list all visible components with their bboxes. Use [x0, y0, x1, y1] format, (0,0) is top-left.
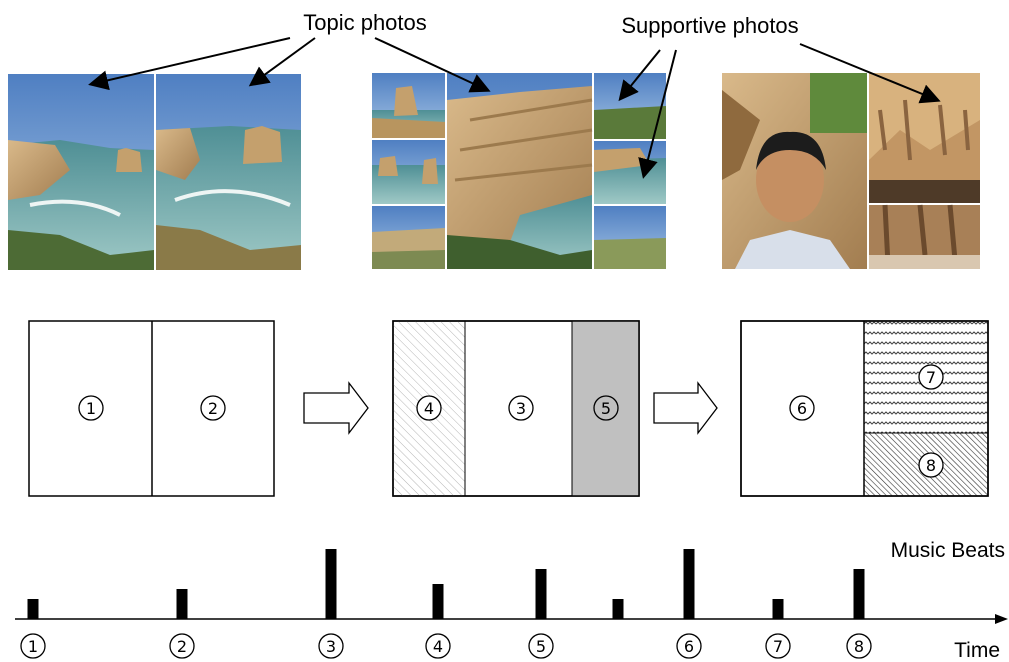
svg-text:8: 8	[926, 456, 936, 475]
arrow-topic-3	[374, 37, 491, 93]
beat-marker-label: 5	[536, 637, 546, 656]
beat-bar	[772, 599, 784, 619]
beat-marker: 3	[318, 633, 344, 659]
beat-bar	[176, 589, 188, 619]
supportive-photo-cave-top	[869, 73, 980, 203]
svg-text:4: 4	[424, 399, 434, 418]
beat-bar	[683, 549, 695, 619]
arrow-supportive-1	[618, 49, 661, 102]
supportive-photos-label: Supportive photos	[621, 13, 798, 38]
photo-group-1	[8, 74, 301, 270]
slot-marker: 1	[78, 395, 104, 421]
slot-marker: 6	[789, 395, 815, 421]
transition-arrow-2	[653, 381, 718, 435]
svg-text:7: 7	[926, 368, 936, 387]
supportive-photo-right-2	[594, 141, 666, 204]
layout-box-1: 1 2	[28, 320, 275, 497]
slot-marker: 5	[593, 395, 619, 421]
beat-marker-label: 3	[326, 637, 336, 656]
transition-arrow-1	[303, 381, 369, 435]
svg-text:6: 6	[797, 399, 807, 418]
topic-photo-right	[156, 74, 301, 270]
time-axis-arrowhead	[995, 614, 1008, 624]
beat-marker-label: 2	[177, 637, 187, 656]
beat-marker: 6	[676, 633, 702, 659]
supportive-photo-center	[447, 73, 593, 269]
beat-marker: 4	[425, 633, 451, 659]
svg-text:1: 1	[86, 399, 96, 418]
beat-marker: 2	[169, 633, 195, 659]
beat-marker-label: 1	[28, 637, 38, 656]
arrow-topic-2	[248, 37, 316, 87]
beat-marker-label: 4	[433, 637, 443, 656]
supportive-photo-right-3	[594, 206, 666, 269]
supportive-photo-left-1	[372, 73, 445, 138]
beat-marker: 1	[20, 633, 46, 659]
svg-text:2: 2	[208, 399, 218, 418]
slot-marker: 3	[508, 395, 534, 421]
label-arrows	[88, 37, 941, 179]
topic-photos-label: Topic photos	[303, 10, 427, 35]
topic-photo-left	[8, 74, 154, 270]
slot-marker: 8	[918, 452, 944, 478]
beat-bar	[432, 584, 444, 619]
supportive-photo-left-2	[372, 140, 445, 204]
slot-marker: 7	[918, 364, 944, 390]
supportive-photo-right-1	[594, 73, 666, 139]
slot-marker: 4	[416, 395, 442, 421]
photo-group-3	[722, 73, 980, 269]
beat-marker: 7	[765, 633, 791, 659]
beat-bar	[27, 599, 39, 619]
arrow-supportive-2	[638, 49, 677, 179]
music-beats-label: Music Beats	[891, 539, 1005, 562]
beat-marker: 5	[528, 633, 554, 659]
time-label: Time	[954, 639, 1000, 662]
beat-bar	[325, 549, 337, 619]
beat-marker-label: 6	[684, 637, 694, 656]
beat-marker-label: 8	[854, 637, 864, 656]
layout-box-3: 6 7 8	[740, 320, 989, 497]
beat-marker: 8	[846, 633, 872, 659]
arrow-topic-1	[88, 37, 291, 91]
slot-marker: 2	[200, 395, 226, 421]
beat-markers: 1 2 3 4 5 6 7 8	[20, 633, 872, 659]
svg-text:3: 3	[516, 399, 526, 418]
beat-bars	[27, 549, 865, 619]
beat-marker-label: 7	[773, 637, 783, 656]
beat-bar	[535, 569, 547, 619]
beat-bar	[612, 599, 624, 619]
face	[756, 138, 824, 222]
photo-group-2	[372, 73, 666, 269]
supportive-photo-left-3	[372, 206, 445, 269]
beat-bar	[853, 569, 865, 619]
layout-box-2: 4 3 5	[392, 320, 640, 497]
arrow-supportive-3	[799, 43, 941, 104]
supportive-photo-cave-bottom	[869, 204, 980, 269]
topic-photo-portrait	[722, 73, 867, 269]
svg-text:5: 5	[601, 399, 611, 418]
